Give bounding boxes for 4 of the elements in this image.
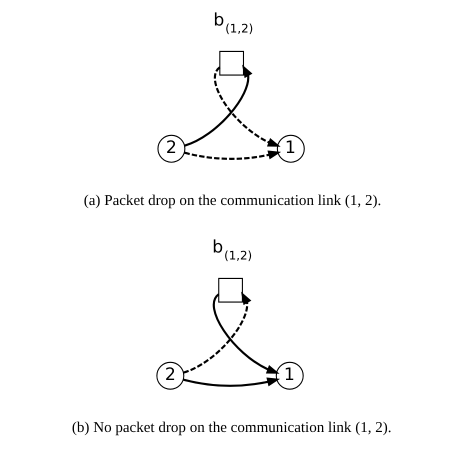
node-label: b$_{(1,2)}$ (212, 237, 252, 262)
label: (a) Packet drop on the communication link (1, 2). (84, 192, 382, 209)
node-label: b$_{(1,2)}$ (213, 10, 254, 36)
label: (b) No packet drop on the communication link (1, 2). (72, 420, 392, 436)
